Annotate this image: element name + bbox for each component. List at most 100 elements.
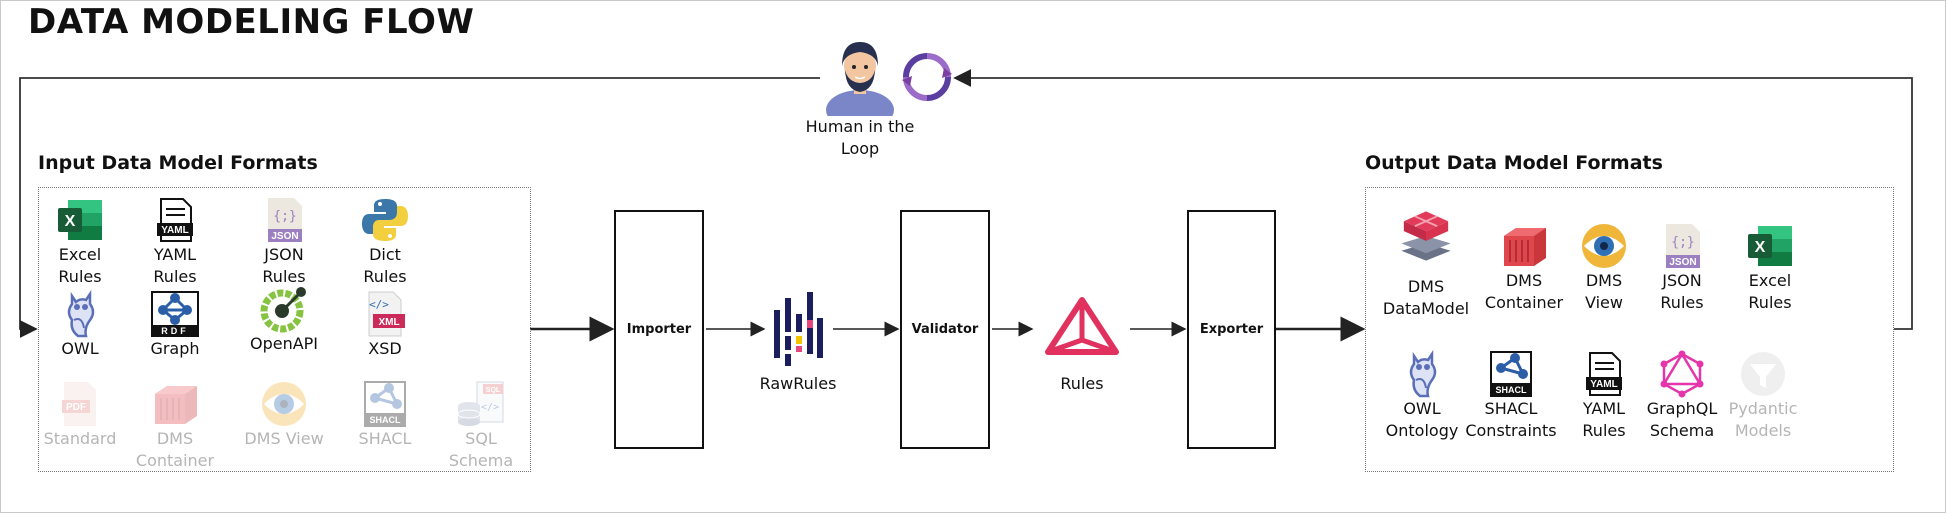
input-item-owl: OWL — [32, 289, 128, 360]
input-item-label: SHACL — [358, 429, 412, 448]
openapi-icon — [258, 285, 310, 333]
output-item-label: Excel Rules — [1748, 271, 1792, 312]
output-item-label: JSON Rules — [1660, 271, 1704, 312]
input-item-label: Graph — [150, 339, 200, 358]
owl-icon — [54, 289, 106, 338]
svg-text:PDF: PDF — [66, 402, 86, 413]
output-item-container: DMS Container — [1476, 222, 1572, 314]
shacl-icon: SHACL — [1485, 350, 1537, 398]
svg-text:JSON: JSON — [271, 231, 298, 242]
pydantic-icon — [1737, 350, 1789, 398]
svg-text:XML: XML — [378, 317, 399, 328]
svg-text:JSON: JSON — [1669, 257, 1696, 268]
svg-text:SHACL: SHACL — [370, 415, 402, 425]
input-item-label: DMS Container — [135, 429, 215, 470]
human-avatar-icon — [820, 36, 900, 130]
excel-icon: X — [54, 196, 106, 244]
input-item-label: Excel Rules — [58, 245, 102, 286]
svg-text:X: X — [1755, 239, 1766, 256]
excel-icon: X — [1744, 222, 1796, 270]
page-title: DATA MODELING FLOW — [28, 2, 475, 42]
output-item-label: DMS Container — [1484, 271, 1564, 312]
input-item-shacl: SHACL SHACL — [337, 380, 433, 450]
input-item-label: XSD — [368, 339, 402, 358]
output-item-shacl: SHACL SHACL Constraints — [1463, 350, 1559, 442]
output-item-graphql: GraphQL Schema — [1634, 350, 1730, 442]
eye-icon — [258, 380, 310, 428]
svg-text:X: X — [65, 213, 76, 230]
importer-box: Importer — [614, 210, 704, 449]
loop-line-left — [19, 77, 820, 338]
svg-text:YAML: YAML — [1590, 379, 1617, 390]
output-formats-box — [1365, 187, 1894, 472]
svg-text:</>: </> — [369, 298, 389, 311]
rawrules-label: RawRules — [759, 374, 837, 393]
validator-box: Validator — [900, 210, 990, 449]
input-item-label: Dict Rules — [363, 245, 407, 286]
json-file-icon: {;} JSON — [1656, 222, 1708, 270]
dms-datamodel-icon — [1394, 196, 1458, 276]
output-item-owl: OWL Ontology — [1374, 349, 1470, 442]
rdf-graph-icon: RDF — [149, 290, 201, 338]
output-item-excel: X Excel Rules — [1722, 222, 1818, 314]
input-item-sql-schema: SQL </> SQL Schema — [433, 380, 529, 472]
output-item-json-file: {;} JSON JSON Rules — [1634, 222, 1730, 314]
refresh-cycle-icon — [900, 50, 954, 104]
input-item-python: Dict Rules — [337, 196, 433, 288]
input-formats-title: Input Data Model Formats — [38, 152, 318, 174]
input-item-xml-file: </> XML XSD — [337, 290, 433, 360]
output-item-dms-datamodel: DMS DataModel — [1374, 196, 1478, 320]
svg-text:SQL: SQL — [486, 387, 501, 394]
output-formats-title: Output Data Model Formats — [1365, 152, 1663, 174]
python-icon — [359, 196, 411, 244]
output-item-eye: DMS View — [1556, 222, 1652, 314]
loop-line-right — [953, 69, 1913, 330]
rules-label: Rules — [1060, 374, 1104, 393]
exporter-box: Exporter — [1187, 210, 1276, 449]
input-item-pdf-file: PDF Standard — [32, 380, 128, 450]
pdf-file-icon: PDF — [54, 380, 106, 428]
input-item-label: OpenAPI — [249, 334, 319, 353]
human-in-loop-label: Human in the Loop — [805, 117, 915, 158]
yaml-file-icon: YAML — [149, 196, 201, 244]
output-item-label: OWL Ontology — [1385, 399, 1459, 440]
input-item-eye: DMS View — [236, 380, 332, 450]
input-item-label: Standard — [43, 429, 117, 448]
output-item-label: SHACL Constraints — [1465, 399, 1557, 440]
output-item-pydantic: Pydantic Models — [1715, 350, 1811, 442]
input-item-label: JSON Rules — [262, 245, 306, 286]
output-item-label: DMS DataModel — [1382, 277, 1470, 318]
rules-pyramid-icon — [1042, 294, 1122, 364]
output-item-label: GraphQL Schema — [1646, 399, 1718, 440]
rawrules-icon — [772, 290, 824, 370]
shacl-icon: SHACL — [359, 380, 411, 428]
container-icon — [149, 380, 201, 428]
xml-file-icon: </> XML — [359, 290, 411, 338]
graphql-icon — [1656, 350, 1708, 398]
svg-text:{;}: {;} — [1671, 235, 1694, 250]
input-formats-box — [38, 187, 531, 472]
sql-schema-icon: SQL </> — [455, 380, 507, 428]
eye-icon — [1578, 222, 1630, 270]
container-icon — [1498, 222, 1550, 270]
input-item-openapi: OpenAPI — [236, 285, 332, 355]
input-item-excel: X Excel Rules — [32, 196, 128, 288]
input-item-label: DMS View — [244, 429, 324, 448]
yaml-file-icon: YAML — [1578, 350, 1630, 398]
svg-text:SHACL: SHACL — [1496, 385, 1528, 395]
svg-text:</>: </> — [481, 402, 499, 413]
input-item-container: DMS Container — [127, 380, 223, 472]
input-item-label: YAML Rules — [153, 245, 197, 286]
svg-text:YAML: YAML — [161, 225, 188, 236]
output-item-label: Pydantic Models — [1728, 399, 1798, 440]
owl-icon — [1396, 349, 1448, 398]
input-item-yaml-file: YAML YAML Rules — [127, 196, 223, 288]
input-item-label: SQL Schema — [448, 429, 514, 470]
json-file-icon: {;}JSON — [258, 196, 310, 244]
input-item-label: OWL — [61, 339, 99, 358]
output-item-label: DMS View — [1585, 271, 1623, 312]
